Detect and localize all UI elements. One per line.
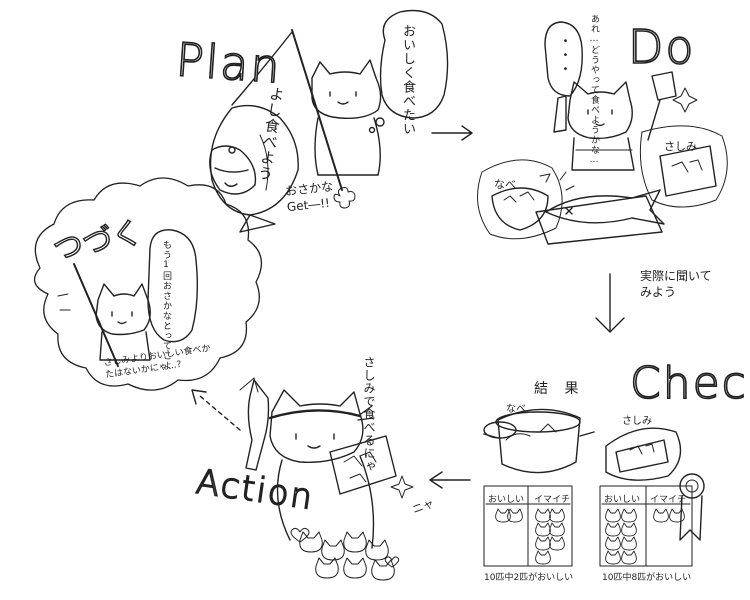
held-sashimi-platter	[330, 436, 396, 494]
result-board-right	[600, 486, 692, 566]
do-bubble-text: ・・・	[556, 34, 571, 76]
plan-bubble-text: おいしく食べたい	[400, 24, 415, 136]
result-board-left	[484, 486, 572, 566]
arrow-check-to-action	[430, 472, 470, 488]
continue-bubble-text: もう1回おさかなとってこよ	[161, 240, 171, 371]
plan-title: Plan	[173, 32, 284, 95]
check-scene	[484, 409, 704, 566]
check-nabe-label: なべ	[506, 404, 526, 415]
cat-icon	[312, 60, 381, 175]
do-thought-text: あれ…どうやって食べようかな…	[589, 14, 599, 166]
nabe-pot-icon	[484, 409, 594, 472]
spatula-icon	[648, 72, 676, 140]
plan-speech-bubble	[381, 11, 448, 119]
fish-on-board-icon	[546, 190, 664, 224]
sashimi-plate-icon	[606, 428, 681, 480]
check-sashimi-label: さしみ	[622, 416, 652, 427]
action-bubble-text: さしみで食べるにゃ	[362, 356, 376, 473]
do-nabe-label: なべ	[494, 178, 516, 191]
action-scene	[240, 378, 413, 580]
do-scene	[478, 22, 728, 244]
plan-scene	[210, 11, 448, 233]
small-fish-icon	[210, 146, 256, 194]
right-col-bad: イマイチ	[650, 495, 687, 505]
right-summary: 10匹中8匹がおいしい	[602, 573, 692, 583]
fishing-line	[232, 32, 292, 105]
raised-fish-icon	[246, 380, 269, 470]
continue-speech-bubble	[148, 230, 197, 342]
cat-crowd	[300, 532, 395, 580]
vote-cats-left	[496, 509, 565, 564]
do-sashimi-label: さしみ	[664, 140, 697, 153]
thought-cloud	[35, 178, 262, 390]
left-col-bad: イマイチ	[534, 495, 571, 505]
sashimi-plate	[640, 126, 727, 207]
plan-get-text: おさかなGet―!!	[284, 179, 334, 215]
action-cat-icon	[270, 390, 374, 548]
hot-pot-plate	[478, 160, 563, 239]
check-title: Check	[629, 357, 750, 410]
chef-cat-icon	[568, 82, 634, 170]
continue-scene	[35, 178, 262, 390]
do-title: Do	[627, 19, 696, 75]
vote-cats-right	[606, 509, 685, 564]
left-summary: 10匹中2匹がおいしい	[484, 573, 574, 583]
right-col-good: おいしい	[604, 495, 641, 505]
arrow-plan-to-do	[432, 126, 472, 140]
knife-icon	[554, 96, 566, 132]
check-result-label: 結 果	[534, 381, 585, 397]
arrow-action-to-continue	[200, 396, 240, 430]
check-caption: 実際に聞いてみよう	[640, 269, 712, 299]
continue-cat-icon	[96, 284, 150, 360]
arrow-do-to-check	[596, 274, 624, 332]
do-speech-bubble	[545, 22, 582, 96]
left-col-good: おいしい	[488, 495, 525, 505]
